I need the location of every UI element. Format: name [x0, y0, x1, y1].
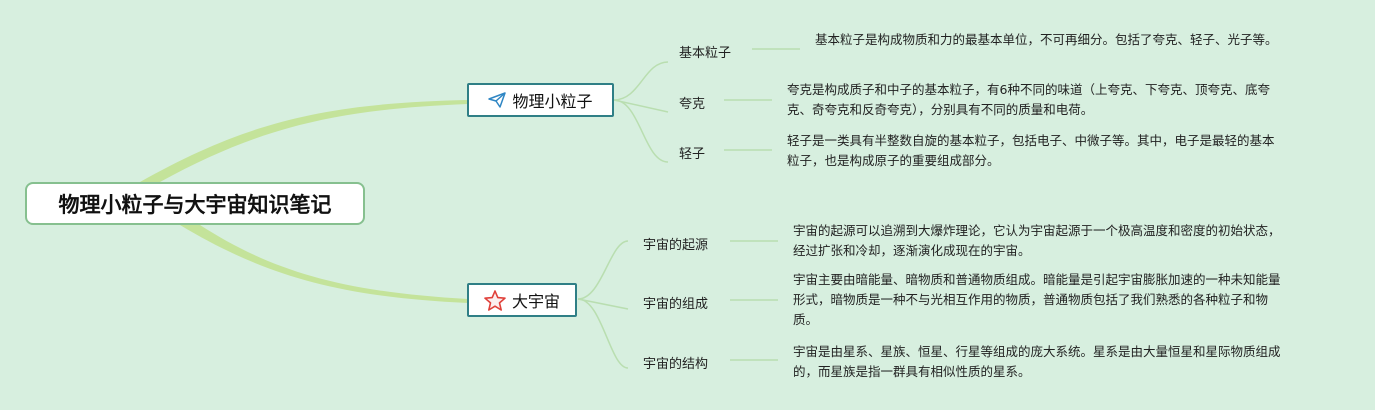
- desc-elementary-particles: 基本粒子是构成物质和力的最基本单位，不可再细分。包括了夸克、轻子、光子等。: [815, 32, 1278, 47]
- topic-universe-origin[interactable]: 宇宙的起源: [643, 238, 709, 253]
- desc-universe-structure: 宇宙是由星系、星族、恒星、行星等组成的庞大系统。星系是由大量恒星和星际物质组成的…: [793, 344, 1281, 379]
- star-icon: [484, 289, 506, 311]
- topic-quark[interactable]: 夸克: [679, 97, 706, 112]
- topic-universe-composition[interactable]: 宇宙的组成: [643, 297, 709, 312]
- topic-universe-structure[interactable]: 宇宙的结构: [643, 357, 709, 372]
- topic-lepton[interactable]: 轻子: [679, 147, 706, 162]
- root-node[interactable]: 物理小粒子与大宇宙知识笔记: [25, 182, 365, 225]
- topic-elementary-particles[interactable]: 基本粒子: [679, 46, 732, 61]
- branch-label: 物理小粒子: [512, 92, 593, 111]
- branch-label: 大宇宙: [511, 292, 560, 311]
- desc-universe-origin: 宇宙的起源可以追溯到大爆炸理论，它认为宇宙起源于一个极高温度和密度的初始状态，经…: [793, 223, 1281, 258]
- branch-universe[interactable]: 大宇宙: [467, 283, 577, 317]
- connector-root-physics: [140, 100, 468, 182]
- paper-plane-icon: [488, 92, 507, 108]
- connector-root-universe: [180, 225, 468, 303]
- root-title: 物理小粒子与大宇宙知识笔记: [58, 192, 332, 217]
- desc-universe-composition: 宇宙主要由暗能量、暗物质和普通物质组成。暗能量是引起宇宙膨胀加速的一种未知能量形…: [793, 272, 1281, 327]
- branch-physics-particles[interactable]: 物理小粒子: [467, 83, 614, 117]
- desc-quark: 夸克是构成质子和中子的基本粒子，有6种不同的味道（上夸克、下夸克、顶夸克、底夸克…: [787, 82, 1270, 117]
- desc-lepton: 轻子是一类具有半整数自旋的基本粒子，包括电子、中微子等。其中，电子是最轻的基本粒…: [787, 133, 1275, 168]
